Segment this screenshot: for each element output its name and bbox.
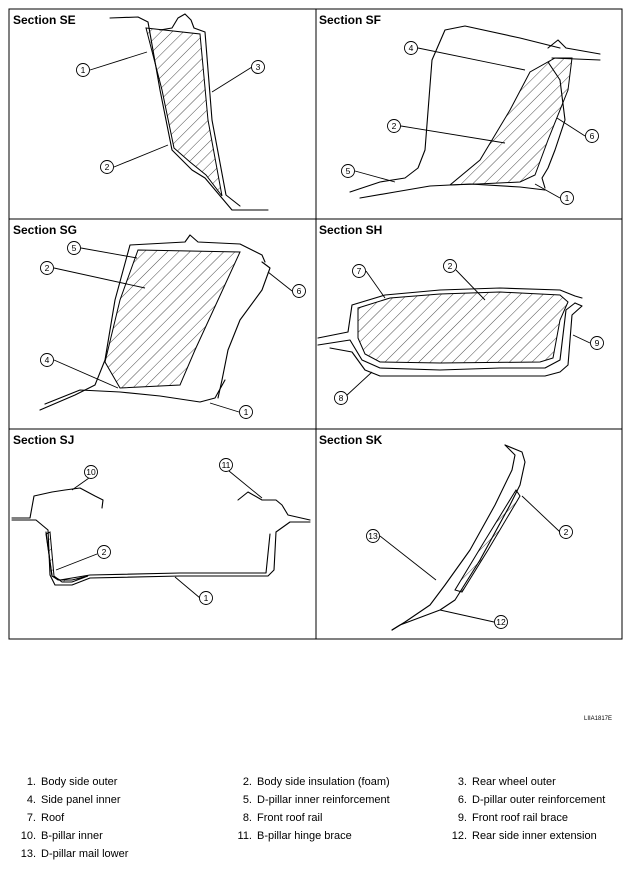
callout-1: 1 bbox=[76, 51, 148, 77]
svg-text:2: 2 bbox=[448, 261, 453, 271]
section-diagram-grid: Section SE 1 2 3 Section SF 4 bbox=[8, 8, 623, 640]
svg-text:10: 10 bbox=[86, 467, 96, 477]
d-pillar-outer-line bbox=[391, 444, 526, 631]
parts-legend: 1.Body side outer 2.Body side insulation… bbox=[20, 776, 606, 860]
section-sh: Section SH 7 2 9 8 bbox=[317, 223, 604, 405]
callout-5: 5 bbox=[67, 241, 138, 259]
callout-11: 11 bbox=[219, 458, 263, 499]
svg-text:1: 1 bbox=[565, 193, 570, 203]
figure-code: LIIA1817E bbox=[584, 716, 613, 722]
body-side-outer-line bbox=[359, 183, 546, 199]
svg-text:2: 2 bbox=[392, 121, 397, 131]
svg-text:13: 13 bbox=[368, 531, 378, 541]
callout-6: 6 bbox=[267, 271, 306, 298]
foam-area bbox=[104, 249, 241, 389]
callout-6: 6 bbox=[556, 117, 599, 143]
svg-text:8: 8 bbox=[339, 393, 344, 403]
svg-text:2: 2 bbox=[564, 527, 569, 537]
rear-wheel-outer-line bbox=[159, 13, 241, 207]
callout-3: 3 bbox=[211, 60, 265, 93]
d-pillar-inner-line bbox=[39, 234, 266, 411]
callout-9: 9 bbox=[572, 334, 604, 350]
svg-text:2: 2 bbox=[102, 547, 107, 557]
section-sj: Section SJ 10 11 2 1 bbox=[11, 433, 311, 605]
side-panel-inner-line bbox=[44, 379, 226, 405]
roof-line bbox=[317, 287, 583, 339]
callout-1: 1 bbox=[534, 183, 574, 205]
svg-text:7: 7 bbox=[357, 266, 362, 276]
svg-text:9: 9 bbox=[595, 338, 600, 348]
svg-text:6: 6 bbox=[590, 131, 595, 141]
section-title: Section SE bbox=[13, 13, 76, 27]
callout-1: 1 bbox=[174, 576, 213, 605]
svg-text:1: 1 bbox=[204, 593, 209, 603]
callout-4: 4 bbox=[404, 41, 526, 71]
b-pillar-hinge-brace-line bbox=[237, 491, 311, 521]
callout-13: 13 bbox=[366, 529, 437, 581]
callout-2: 2 bbox=[55, 545, 111, 571]
b-pillar-inner-line bbox=[11, 487, 104, 519]
callout-2: 2 bbox=[443, 259, 486, 301]
foam-area bbox=[448, 57, 573, 186]
section-title: Section SJ bbox=[13, 433, 74, 447]
inner-layer-line bbox=[45, 531, 271, 581]
svg-text:2: 2 bbox=[105, 162, 110, 172]
side-panel-inner-line bbox=[349, 25, 561, 193]
front-roof-rail-line bbox=[317, 302, 576, 371]
callout-4: 4 bbox=[40, 353, 119, 389]
svg-text:3: 3 bbox=[256, 62, 261, 72]
svg-text:6: 6 bbox=[297, 286, 302, 296]
section-sf: Section SF 4 2 5 6 1 bbox=[319, 13, 601, 205]
callout-2: 2 bbox=[387, 119, 506, 144]
svg-text:4: 4 bbox=[409, 43, 414, 53]
d-pillar-outer-line bbox=[217, 261, 271, 399]
callout-5: 5 bbox=[341, 164, 396, 183]
body-side-outer-line bbox=[11, 519, 311, 586]
body-side-outer-line bbox=[109, 16, 269, 211]
svg-text:5: 5 bbox=[346, 166, 351, 176]
svg-text:4: 4 bbox=[45, 355, 50, 365]
section-title: Section SH bbox=[319, 223, 382, 237]
roof-flange bbox=[547, 39, 601, 61]
callout-12: 12 bbox=[439, 609, 508, 629]
svg-text:2: 2 bbox=[45, 263, 50, 273]
section-sg: Section SG 5 2 4 6 1 bbox=[13, 223, 306, 419]
svg-text:1: 1 bbox=[81, 65, 86, 75]
foam-area bbox=[454, 489, 521, 593]
foam-area bbox=[357, 291, 569, 364]
front-roof-rail-brace-line bbox=[329, 302, 583, 377]
callout-2: 2 bbox=[40, 261, 146, 289]
grid-frame bbox=[8, 8, 623, 640]
section-title: Section SG bbox=[13, 223, 77, 237]
svg-text:11: 11 bbox=[222, 460, 231, 470]
callout-2: 2 bbox=[521, 495, 573, 539]
section-title: Section SK bbox=[319, 433, 383, 447]
callout-7: 7 bbox=[352, 264, 386, 299]
section-sk: Section SK 13 2 12 bbox=[319, 433, 573, 631]
d-pillar-lower-line bbox=[391, 444, 516, 631]
svg-text:5: 5 bbox=[72, 243, 77, 253]
svg-text:12: 12 bbox=[496, 617, 506, 627]
section-title: Section SF bbox=[319, 13, 381, 27]
callout-10: 10 bbox=[71, 465, 98, 491]
callout-1: 1 bbox=[209, 402, 253, 419]
callout-8: 8 bbox=[334, 371, 373, 405]
section-se: Section SE 1 2 3 bbox=[13, 13, 269, 211]
svg-text:1: 1 bbox=[244, 407, 249, 417]
callout-2: 2 bbox=[100, 144, 169, 174]
foam-area bbox=[145, 27, 223, 197]
